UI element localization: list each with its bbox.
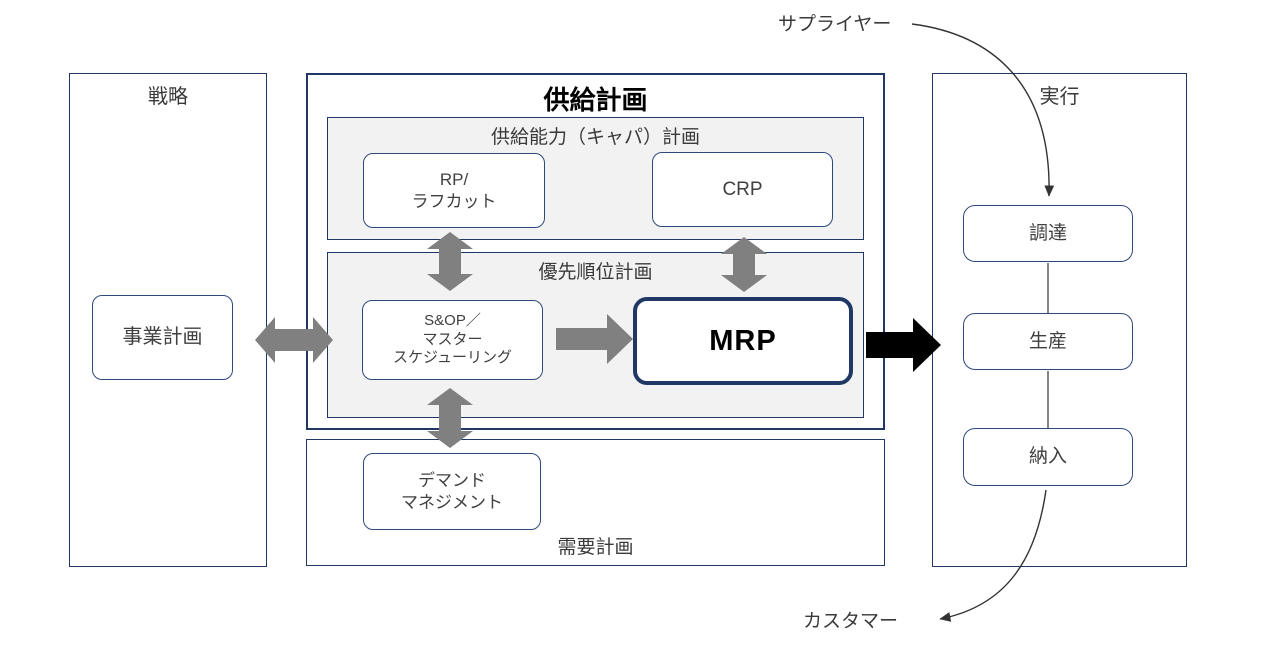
procurement-node: 調達: [963, 205, 1133, 262]
sop-master-scheduling-node: S&OP／ マスター スケジューリング: [362, 300, 543, 380]
crp-node: CRP: [652, 152, 833, 227]
supplier-label: サプライヤー: [778, 14, 892, 35]
supply-planning-title: 供給計画: [543, 85, 648, 115]
strategy-title: 戦略: [148, 86, 188, 108]
business-plan-node: 事業計画: [92, 295, 233, 380]
execution-title: 実行: [1039, 86, 1080, 108]
production-node: 生産: [963, 313, 1133, 370]
rp-roughcut-node: RP/ ラフカット: [363, 153, 545, 228]
capacity-planning-title: 供給能力（キャパ）計画: [490, 127, 700, 148]
demand-management-node: デマンド マネジメント: [363, 453, 541, 530]
mrp-node: MRP: [633, 297, 853, 385]
priority-planning-title: 優先順位計画: [538, 262, 653, 283]
delivery-node: 納入: [963, 428, 1133, 486]
customer-label: カスタマー: [803, 611, 899, 632]
demand-planning-title: 需要計画: [557, 537, 634, 558]
